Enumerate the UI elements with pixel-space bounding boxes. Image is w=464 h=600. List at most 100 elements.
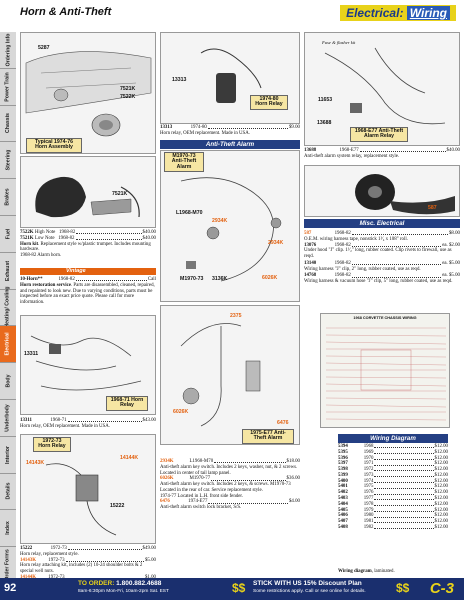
label-m1970-73: M1970-73 xyxy=(180,276,204,282)
wiring-price-row: 5402 1976$12.00 xyxy=(338,490,448,496)
callout-alarm-relay: 1968-E77 Anti-Theft Alarm Relay xyxy=(350,127,408,142)
sidebar-tab[interactable]: Body xyxy=(0,363,16,400)
wiring-price-row: 5403 1977$12.00 xyxy=(338,496,448,502)
vintage-label: Vintage xyxy=(66,268,86,274)
alarm-relay-13688-description: Anti-theft alarm system relay, replaceme… xyxy=(304,153,400,159)
wiring-price-row: 5408 1982$12.00 xyxy=(338,524,448,530)
key-switch-6026k-description: Anti-theft alarm key switch. Includes 2 … xyxy=(160,482,291,493)
part-label-7521k: 7521K xyxy=(120,86,136,92)
wiring-price-row: 5404 1978$12.00 xyxy=(338,501,448,507)
order-hours: 8am-6:30pm Mon-Fri, 10am-2pm Sat. EST xyxy=(78,589,169,594)
part-label-5287: 5287 xyxy=(38,45,50,51)
price-row: 13688 1968-E77$40.00 xyxy=(304,148,460,153)
fuse-flasher-caption: Fuse & flasher kit xyxy=(322,40,356,45)
part-label-13311: 13311 xyxy=(24,351,39,357)
horn-restoration-description: Horn restoration service. Parts are disa… xyxy=(20,282,155,306)
key-switch-2934k-description: Anti-theft alarm key switch. Includes 2 … xyxy=(160,464,298,476)
anti-theft-1975-illustration xyxy=(180,323,261,427)
anti-theft-alarm-photo xyxy=(160,150,300,302)
sidebar-tab-label: Heating/ Cooling xyxy=(5,286,11,329)
sidebar-tab-label: Fuel xyxy=(4,228,11,240)
horn-relay-1974-illustration xyxy=(200,48,262,103)
wiring-diagram-caption: 1968 CORVETTE CHASSIS WIRING xyxy=(353,316,417,320)
callout-1974-80-horn-relay: 1974-80 Horn Relay xyxy=(250,95,288,110)
sidebar-tab-label: Electrical xyxy=(5,332,12,356)
sidebar-tab-label: Index xyxy=(5,521,11,536)
horn-price-list: 7522K High Note 1968-82$40.00 7521K Low … xyxy=(20,230,156,259)
key-switch-6026k-note: 1974-77 Located in L.H. front side fende… xyxy=(160,493,243,499)
page-title: Horn & Anti-Theft xyxy=(20,6,112,18)
dollar-sign-right: $$ xyxy=(396,581,410,595)
horn-relay-1972-photo xyxy=(20,434,156,544)
anti-theft-1975-photo xyxy=(160,305,300,445)
sidebar-tab[interactable]: Steering xyxy=(0,142,16,180)
horn-relay-13311-description: Horn relay, OEM replacement. Made in USA… xyxy=(20,423,110,429)
wiring-diagram-note: Wiring diagram, laminated. xyxy=(338,569,395,574)
part-label-587: 587 xyxy=(428,205,437,211)
part-label-6026k-b: 6026K xyxy=(173,409,189,415)
sidebar-tab[interactable]: Chassis xyxy=(0,105,16,143)
sidebar-tab[interactable]: Brakes xyxy=(0,179,16,216)
discount-plan-banner: STICK WITH US 15% Discount Plan xyxy=(253,580,362,587)
price-row: 6476 1974-E77$4.00 xyxy=(160,499,300,505)
section-code: C-3 xyxy=(429,580,454,597)
horn-assembly-illustration xyxy=(25,51,152,137)
price-row: 587 1968-82$8.00 xyxy=(304,231,460,236)
sidebar-tab-label: Power Train xyxy=(5,71,11,102)
sidebar-tab[interactable]: Interior xyxy=(0,436,16,474)
wiring-price-row: 5395 1969$12.00 xyxy=(338,449,448,455)
j-clip-14768-description: Wiring harness & vacuum hose "J" clip, 5… xyxy=(304,279,453,285)
order-phone-link[interactable]: 1.800.882.4688 xyxy=(116,580,162,587)
price-row: 7521K Low Note 1968-82$40.00 xyxy=(20,235,156,241)
sidebar-tab[interactable]: Fuel xyxy=(0,216,16,253)
harness-tape-587-description: O.E.M. wiring harness tape, nonstick 1¹⁄… xyxy=(304,236,408,242)
price-row: 15222 1972-73$49.00 xyxy=(20,546,156,551)
wiring-price-row: 5397 1971$12.00 xyxy=(338,461,448,467)
sidebar-tab[interactable]: Details xyxy=(0,473,16,511)
sidebar-tab[interactable]: Ordering Info xyxy=(0,32,16,69)
sidebar-tab-label: Brakes xyxy=(5,188,11,206)
alarm-relay-illustration xyxy=(324,47,446,125)
dollar-sign-left: $$ xyxy=(232,581,246,595)
wiring-diagram-heading: Wiring Diagram xyxy=(338,434,448,443)
discount-plan-note: Some restrictions apply. Call or see onl… xyxy=(253,589,366,594)
wiring-price-row: 5398 1972$12.00 xyxy=(338,467,448,473)
callout-1972-73-horn-relay: 1972-73 Horn Relay xyxy=(33,437,71,452)
misc-electrical-heading: Misc. Electrical xyxy=(304,219,460,228)
horn-relay-13313-description: Horn relay, OEM replacement. Made in USA… xyxy=(160,130,250,136)
page-footer: 92 TO ORDER: 1.800.882.4688 8am-6:30pm M… xyxy=(0,578,464,600)
sidebar-tab-label: Underbody xyxy=(5,404,12,432)
sidebar-tab-label: Chassis xyxy=(5,113,11,134)
section-separator: : xyxy=(399,6,404,20)
page-number: 92 xyxy=(4,582,17,594)
part-label-3136k: 3136K xyxy=(212,276,228,282)
wiring-diagram-illustration xyxy=(325,327,447,421)
anti-theft-price-list: 2934K L1968-M70$18.00 Anti-theft alarm k… xyxy=(160,459,300,511)
horn-photo xyxy=(20,156,156,228)
wiring-price-row: 5394 1968$12.00 xyxy=(338,444,448,449)
section-heading: Electrical: Wiring xyxy=(340,5,456,21)
j-clip-13140-description: Wiring harness "J" clip, 2" long, rubber… xyxy=(304,266,421,272)
j-clip-13076-description: Under hood "J" clip. 1¹⁄₂" long, rubber … xyxy=(304,248,452,260)
part-label-15222: 15222 xyxy=(110,503,125,509)
part-label-6476: 6476 xyxy=(277,420,289,426)
sidebar-tab[interactable]: Exhaust xyxy=(0,252,16,290)
sidebar-tab[interactable]: Electrical xyxy=(0,326,16,364)
horn-relay-13313-block: 13313 1974-80$9.00 Horn relay, OEM repla… xyxy=(160,125,300,137)
part-label-7522k: 7522K xyxy=(120,94,136,100)
subsection-name: Wiring xyxy=(406,6,450,20)
sidebar-tab[interactable]: Underbody xyxy=(0,400,16,437)
label-l1968-m70: L1968-M70 xyxy=(176,210,203,216)
order-phone-line: TO ORDER: 1.800.882.4688 xyxy=(78,580,162,587)
sidebar-tab-label: Details xyxy=(5,482,12,500)
part-label-14143k: 14143K xyxy=(26,460,45,466)
wiring-price-row: 5396 1970$12.00 xyxy=(338,455,448,461)
sidebar-tab[interactable]: Index xyxy=(0,510,16,548)
sidebar-tab[interactable]: Heating/ Cooling xyxy=(0,286,16,329)
sidebar-tab[interactable]: Power Train xyxy=(0,68,16,106)
